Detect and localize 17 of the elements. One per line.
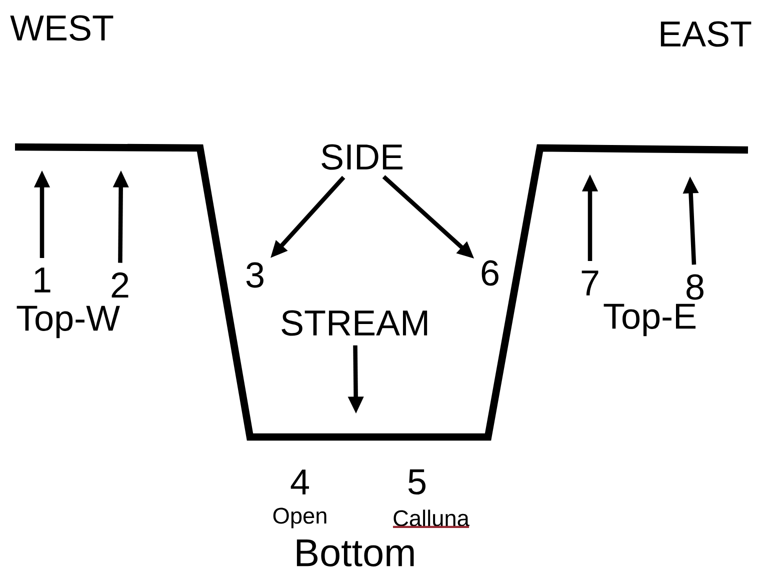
site-label: Calluna <box>394 510 470 526</box>
site-label: Top-W <box>16 306 120 338</box>
site-number: 8 <box>686 274 704 300</box>
site-number: 4 <box>290 470 309 494</box>
site-number: 1 <box>34 268 50 292</box>
zone-label: SIDE <box>322 144 402 170</box>
site-label: Top-E <box>604 304 696 336</box>
site-number: 3 <box>246 262 264 288</box>
site-label: Open <box>273 508 326 528</box>
direction-label: EAST <box>660 21 752 47</box>
site-number: 5 <box>408 469 426 495</box>
site-label: Bottom <box>296 540 414 566</box>
direction-label: WEST <box>10 15 114 41</box>
site-number: 6 <box>482 260 498 286</box>
site-number: 2 <box>112 272 128 298</box>
site-number: 7 <box>582 270 598 296</box>
zone-label: STREAM <box>282 310 428 336</box>
